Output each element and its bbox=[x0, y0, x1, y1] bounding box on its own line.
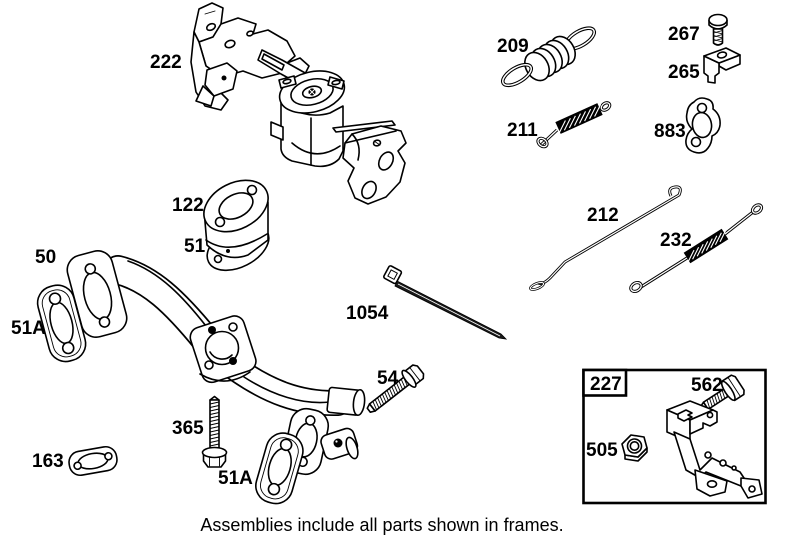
frame-border bbox=[582, 368, 767, 505]
part-label-883: 883 bbox=[654, 121, 686, 142]
part-265-clamp: 265 bbox=[668, 47, 741, 84]
part-label-265: 265 bbox=[668, 62, 700, 83]
part-label-122: 122 bbox=[172, 195, 204, 216]
part-562-screw: 562 bbox=[691, 374, 745, 411]
part-209-spring: 209 bbox=[497, 26, 597, 88]
part-label-505: 505 bbox=[586, 440, 618, 461]
part-label-232: 232 bbox=[660, 230, 692, 251]
part-883-gasket: 883 bbox=[654, 97, 721, 154]
part-label-267: 267 bbox=[668, 24, 700, 45]
part-227-bracket bbox=[666, 400, 763, 499]
part-label-211: 211 bbox=[507, 120, 538, 141]
part-label-212: 212 bbox=[587, 205, 619, 226]
part-222-bracket-assembly: 222 bbox=[150, 2, 407, 205]
part-label-163: 163 bbox=[32, 451, 64, 472]
part-label-51a-left: 51A bbox=[11, 318, 46, 339]
part-label-365: 365 bbox=[172, 418, 204, 439]
part-label-562: 562 bbox=[691, 375, 723, 396]
part-label-50: 50 bbox=[35, 247, 56, 268]
part-212-link-rod: 212 bbox=[529, 185, 682, 291]
part-232-spring: 232 bbox=[629, 203, 764, 294]
part-51a-gasket-left: 51A bbox=[11, 284, 87, 363]
part-54-screw: 54 bbox=[366, 364, 425, 414]
part-label-51a-lower: 51A bbox=[218, 468, 253, 489]
part-label-51: 51 bbox=[184, 236, 206, 257]
part-211-spring: 211 bbox=[507, 101, 612, 149]
part-122-51-spacer-stack: 122 51 bbox=[172, 179, 270, 272]
frame-label-box bbox=[582, 368, 628, 397]
part-label-54: 54 bbox=[377, 368, 399, 389]
part-267-screw: 267 bbox=[668, 13, 728, 46]
part-505-nut: 505 bbox=[586, 434, 648, 462]
part-label-209: 209 bbox=[497, 36, 529, 57]
part-1054-cable-tie: 1054 bbox=[346, 265, 508, 340]
diagram-caption: Assemblies include all parts shown in fr… bbox=[200, 515, 563, 535]
part-label-1054: 1054 bbox=[346, 303, 389, 324]
part-50-intake-manifold: 50 bbox=[35, 247, 366, 476]
assembly-frame-227: 227 562 505 bbox=[582, 368, 767, 505]
part-label-227: 227 bbox=[590, 374, 622, 395]
part-51a-gasket-lower: 51A bbox=[218, 432, 304, 505]
part-365-screw: 365 bbox=[172, 395, 228, 468]
part-163-gasket: 163 bbox=[32, 445, 118, 477]
part-label-222: 222 bbox=[150, 52, 182, 73]
